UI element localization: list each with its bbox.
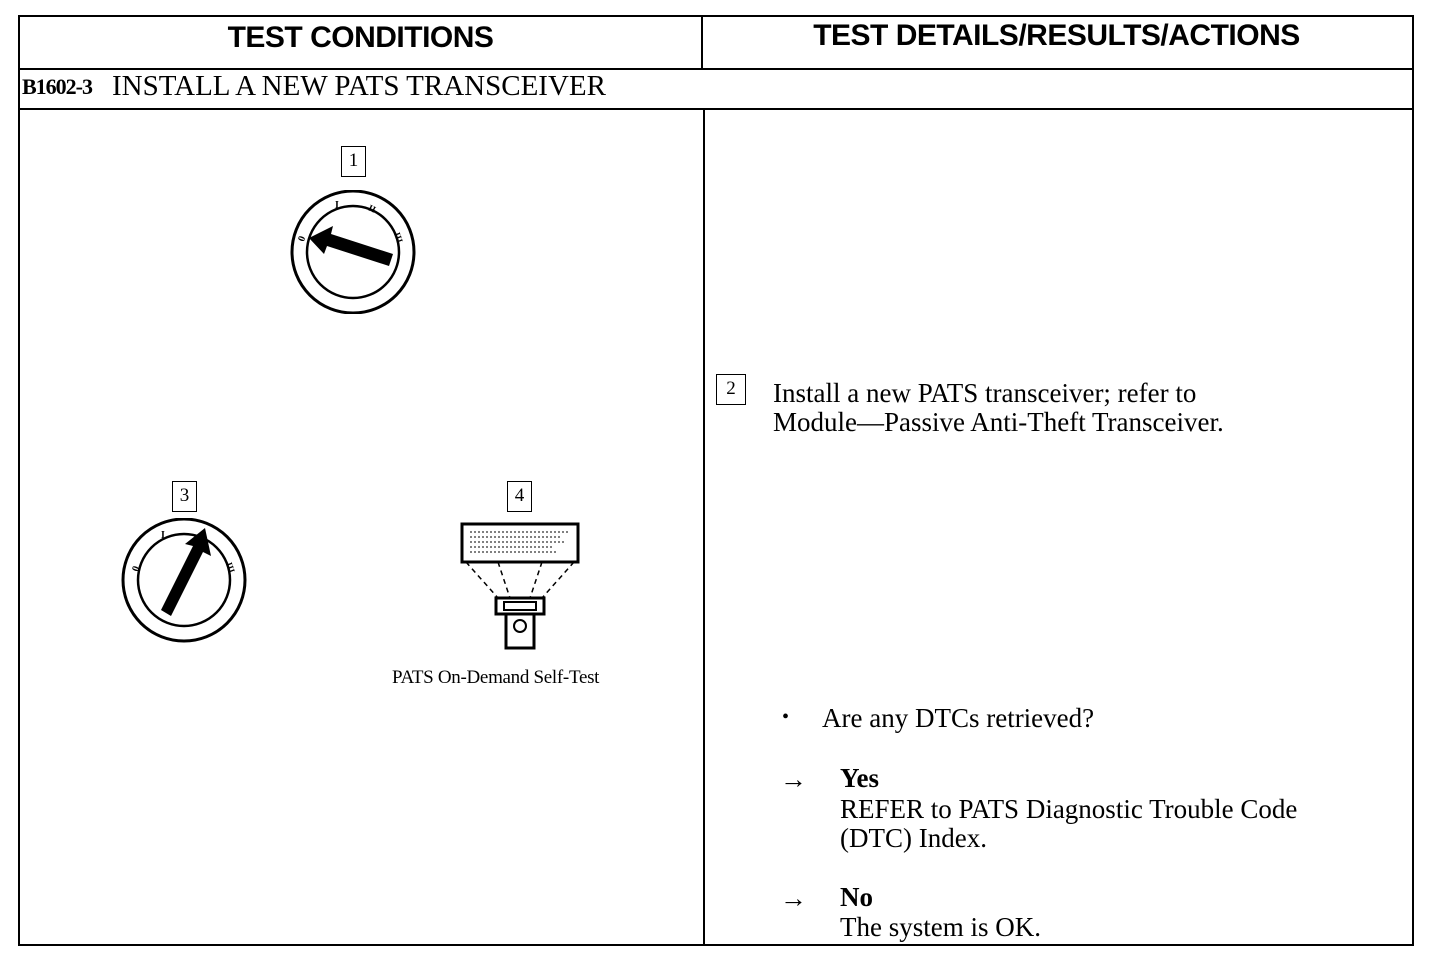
step-2-number: 2: [716, 374, 746, 405]
ignition-switch-run-icon: 0 I II III: [121, 518, 247, 643]
section-title: INSTALL A NEW PATS TRANSCEIVER: [112, 70, 606, 102]
scan-tool-icon: [460, 522, 580, 650]
header-test-conditions: TEST CONDITIONS: [227, 21, 494, 54]
step-3-number: 3: [172, 481, 197, 512]
svg-text:0: 0: [296, 235, 308, 243]
step-4-caption: PATS On-Demand Self-Test: [392, 667, 600, 688]
section-divider: [18, 108, 1412, 110]
header-column-divider: [701, 15, 703, 69]
step-1-number: 1: [341, 146, 366, 177]
svg-text:II: II: [367, 203, 378, 215]
svg-text:III: III: [224, 561, 237, 575]
no-arrow-icon: →: [780, 883, 807, 913]
yes-line-2: (DTC) Index.: [840, 823, 987, 853]
yes-label: Yes: [840, 763, 879, 793]
yes-arrow-icon: →: [780, 764, 807, 794]
svg-text:I: I: [161, 530, 165, 541]
question-bullet: •: [782, 706, 790, 728]
body-column-divider: [703, 108, 705, 944]
step-2-line-1: Install a new PATS transceiver; refer to: [773, 378, 1197, 408]
no-label: No: [840, 882, 873, 912]
svg-text:0: 0: [130, 565, 142, 573]
question-text: Are any DTCs retrieved?: [822, 703, 1095, 733]
table-frame: [18, 15, 1414, 946]
svg-text:I: I: [335, 200, 339, 211]
ignition-switch-off-icon: 0 I II III: [290, 190, 416, 314]
svg-text:III: III: [392, 231, 405, 245]
header-test-details: TEST DETAILS/RESULTS/ACTIONS: [813, 19, 1300, 52]
section-code: B1602-3: [22, 74, 93, 99]
yes-line-1: REFER to PATS Diagnostic Trouble Code: [840, 794, 1298, 824]
step-4-number: 4: [507, 481, 532, 512]
step-2-line-2: Module—Passive Anti-Theft Transceiver.: [773, 407, 1224, 437]
no-line-1: The system is OK.: [840, 912, 1041, 942]
header-divider: [18, 68, 1412, 70]
